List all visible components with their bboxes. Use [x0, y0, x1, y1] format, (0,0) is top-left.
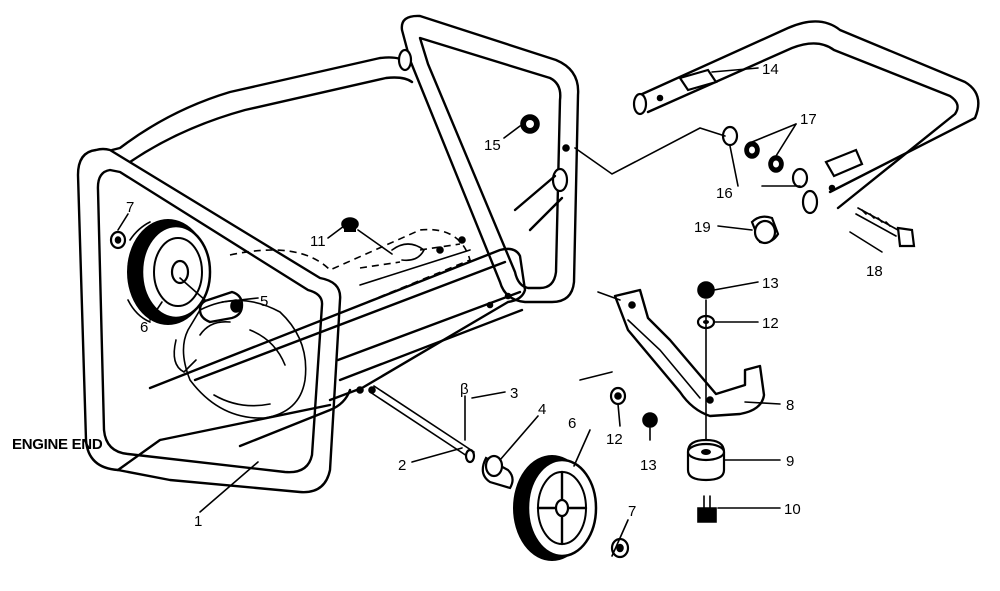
engine-outline	[173, 228, 471, 419]
callout-8: 8	[786, 397, 794, 414]
part-2-axle	[368, 385, 476, 464]
part-11-bolt	[341, 217, 393, 255]
part-19-cap	[750, 215, 780, 245]
part-4-bushing	[481, 454, 514, 490]
part-12-13-bracket-fasteners	[579, 371, 658, 428]
callout-7b: 7	[628, 503, 636, 520]
callout-1: 1	[194, 513, 202, 530]
frame-tube	[76, 14, 580, 494]
part-5-spacer	[179, 277, 244, 324]
callout-6b: 6	[568, 415, 576, 432]
callout-3b: β	[460, 381, 469, 398]
callout-9: 9	[786, 453, 794, 470]
callout-15: 15	[484, 137, 501, 154]
callout-13a: 13	[640, 457, 657, 474]
callout-10: 10	[784, 501, 801, 518]
wheel-rear	[513, 455, 598, 561]
callout-labels: 1 2 3 β 4 5 6 6 7 7 8 9 10 11 12 12 13 1…	[126, 61, 883, 530]
engine-end-caption: ENGINE END	[12, 436, 103, 453]
callout-14: 14	[762, 61, 779, 78]
callout-4: 4	[538, 401, 546, 418]
callout-16: 16	[716, 185, 733, 202]
callout-7a: 7	[126, 199, 134, 216]
callout-2: 2	[398, 457, 406, 474]
part-18-bolt	[855, 207, 916, 248]
mount-stack	[686, 281, 726, 523]
handle-fastener-stack	[574, 125, 809, 189]
part-8-bracket	[597, 288, 766, 418]
callout-5: 5	[260, 293, 268, 310]
callout-13b: 13	[762, 275, 779, 292]
part-7-washer-front	[109, 230, 127, 250]
callout-11: 11	[310, 233, 326, 250]
leader-lines	[117, 67, 883, 557]
wheel-front-left	[127, 219, 212, 325]
part-7-washer-rear	[610, 537, 630, 559]
callout-19: 19	[694, 219, 711, 236]
callout-12b: 12	[762, 315, 779, 332]
callout-18: 18	[866, 263, 883, 280]
callout-12a: 12	[606, 431, 623, 448]
part-15-nut	[520, 114, 570, 152]
callout-3: 3	[510, 385, 518, 402]
part-14-handle	[632, 20, 980, 215]
callout-6a: 6	[140, 319, 148, 336]
callout-17: 17	[800, 111, 817, 128]
